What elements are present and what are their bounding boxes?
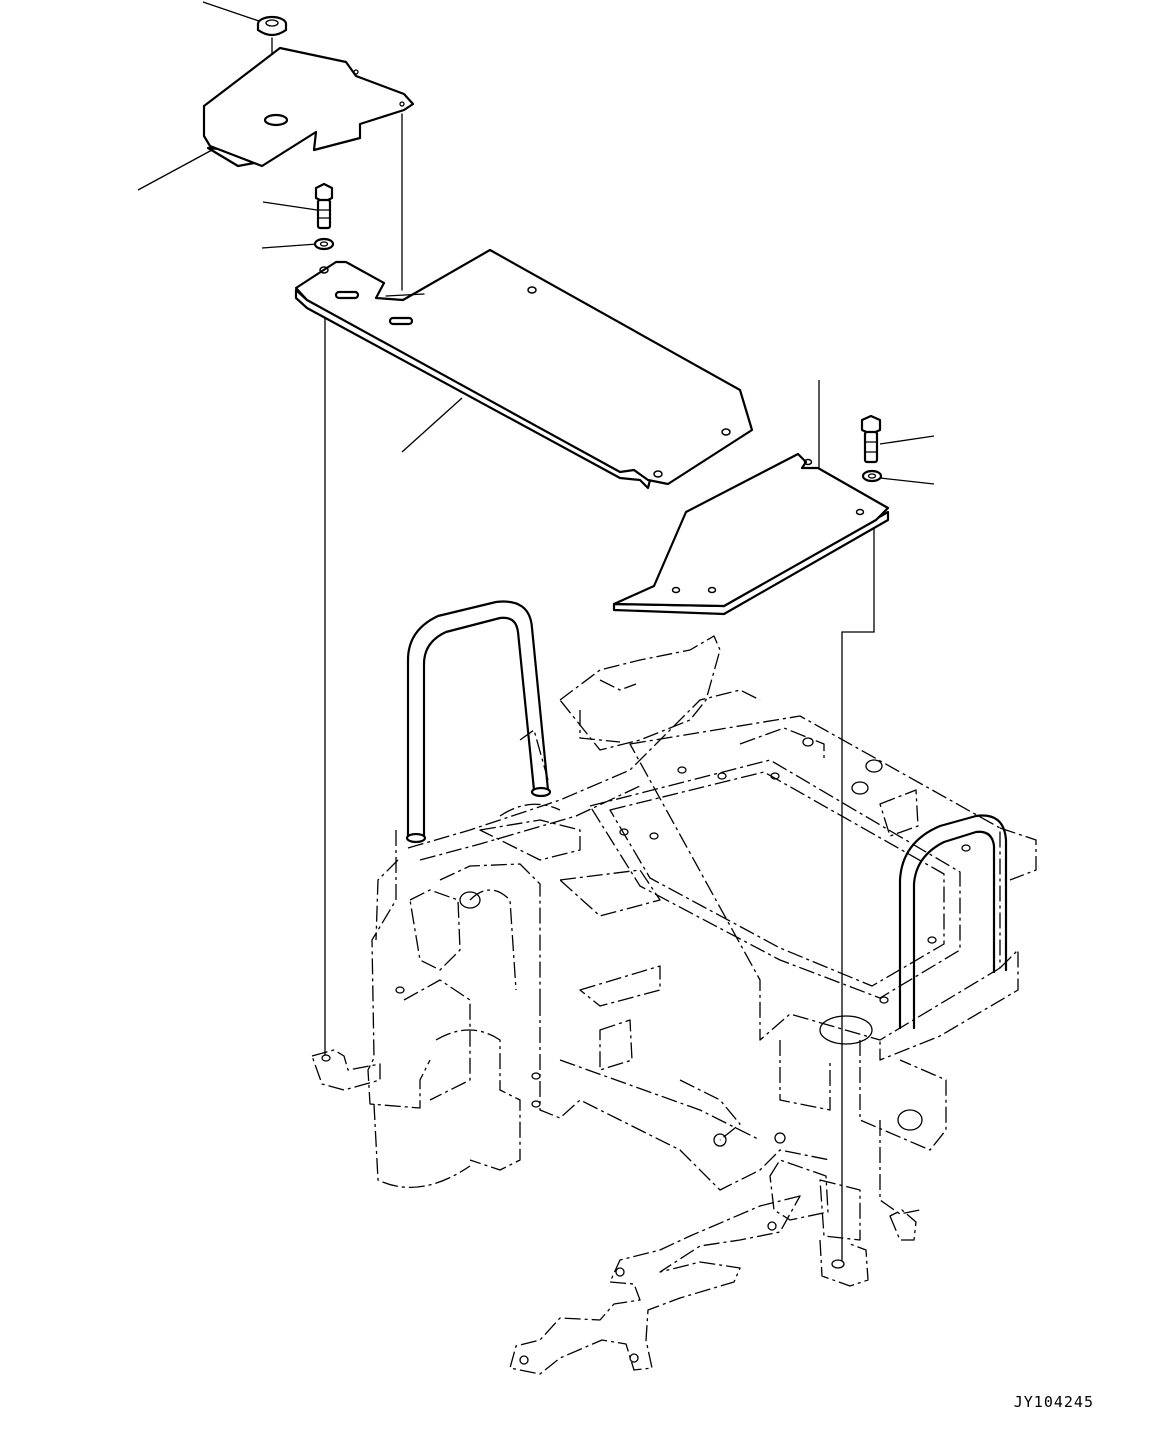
cover-plate-part <box>202 46 415 168</box>
leader-grommet <box>202 1 263 23</box>
leader-bolt-left <box>262 201 318 211</box>
chassis-frame <box>311 600 1037 1375</box>
alignment-lines <box>271 37 875 1261</box>
leader-bolt-right <box>879 435 935 445</box>
drawing-number: JY104245 <box>1013 1393 1094 1411</box>
right-cover-plate-part <box>612 452 890 616</box>
long-cover-plate-part <box>294 248 754 490</box>
bolt-right-part <box>860 414 882 464</box>
leader-washer-left <box>261 243 318 249</box>
callout-leaders <box>137 1 935 485</box>
leader-cover-plate <box>137 149 213 191</box>
leader-long-cover <box>401 397 463 453</box>
bolt-left-part <box>314 182 334 230</box>
washer-right-part <box>861 469 883 483</box>
washer-left-part <box>313 237 335 251</box>
grommet-part <box>256 15 288 37</box>
leader-washer-right <box>879 477 935 485</box>
